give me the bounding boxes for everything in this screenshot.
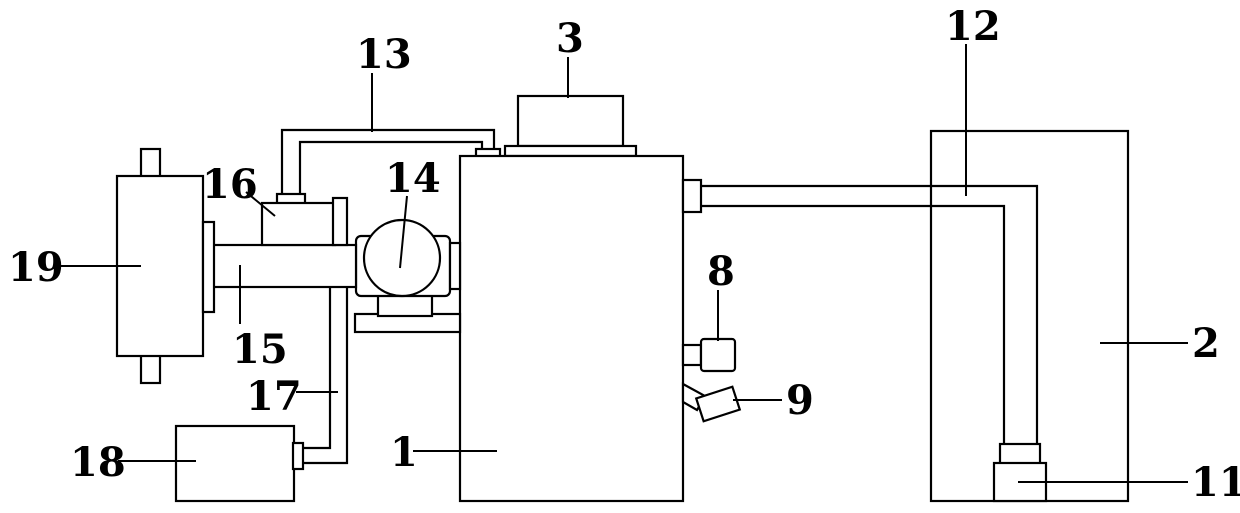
- label-18: 18: [70, 439, 126, 486]
- label-13: 13: [356, 31, 412, 78]
- label-3: 3: [556, 15, 584, 62]
- part-18-unit: [174, 424, 305, 503]
- part-2-tank: [929, 129, 1130, 503]
- label-15: 15: [232, 326, 288, 373]
- leader-14: [399, 195, 408, 269]
- part-11-pump: [992, 442, 1048, 503]
- label-19: 19: [8, 244, 64, 291]
- label-9: 9: [786, 377, 814, 424]
- label-2: 2: [1192, 320, 1220, 367]
- label-12: 12: [945, 3, 1001, 50]
- leader-16: [245, 191, 276, 217]
- label-8: 8: [707, 248, 735, 295]
- part-13-pipe: [280, 128, 496, 196]
- part-8-fitting: [681, 337, 737, 373]
- label-17: 17: [246, 373, 302, 420]
- part-17-pipe: [302, 287, 349, 465]
- label-11: 11: [1191, 459, 1240, 506]
- part-16-valve: [260, 192, 349, 247]
- part-1-main-body: [458, 154, 685, 503]
- label-14: 14: [385, 155, 441, 202]
- part-14-pump: [353, 218, 462, 334]
- part-9-fitting: [681, 382, 742, 423]
- outlet-nozzle: [681, 178, 703, 214]
- part-15-pipe: [210, 243, 358, 289]
- label-16: 16: [202, 161, 258, 208]
- part-12-pipe: [700, 184, 1039, 446]
- part-3-top-unit: [503, 94, 638, 158]
- label-1: 1: [390, 429, 418, 476]
